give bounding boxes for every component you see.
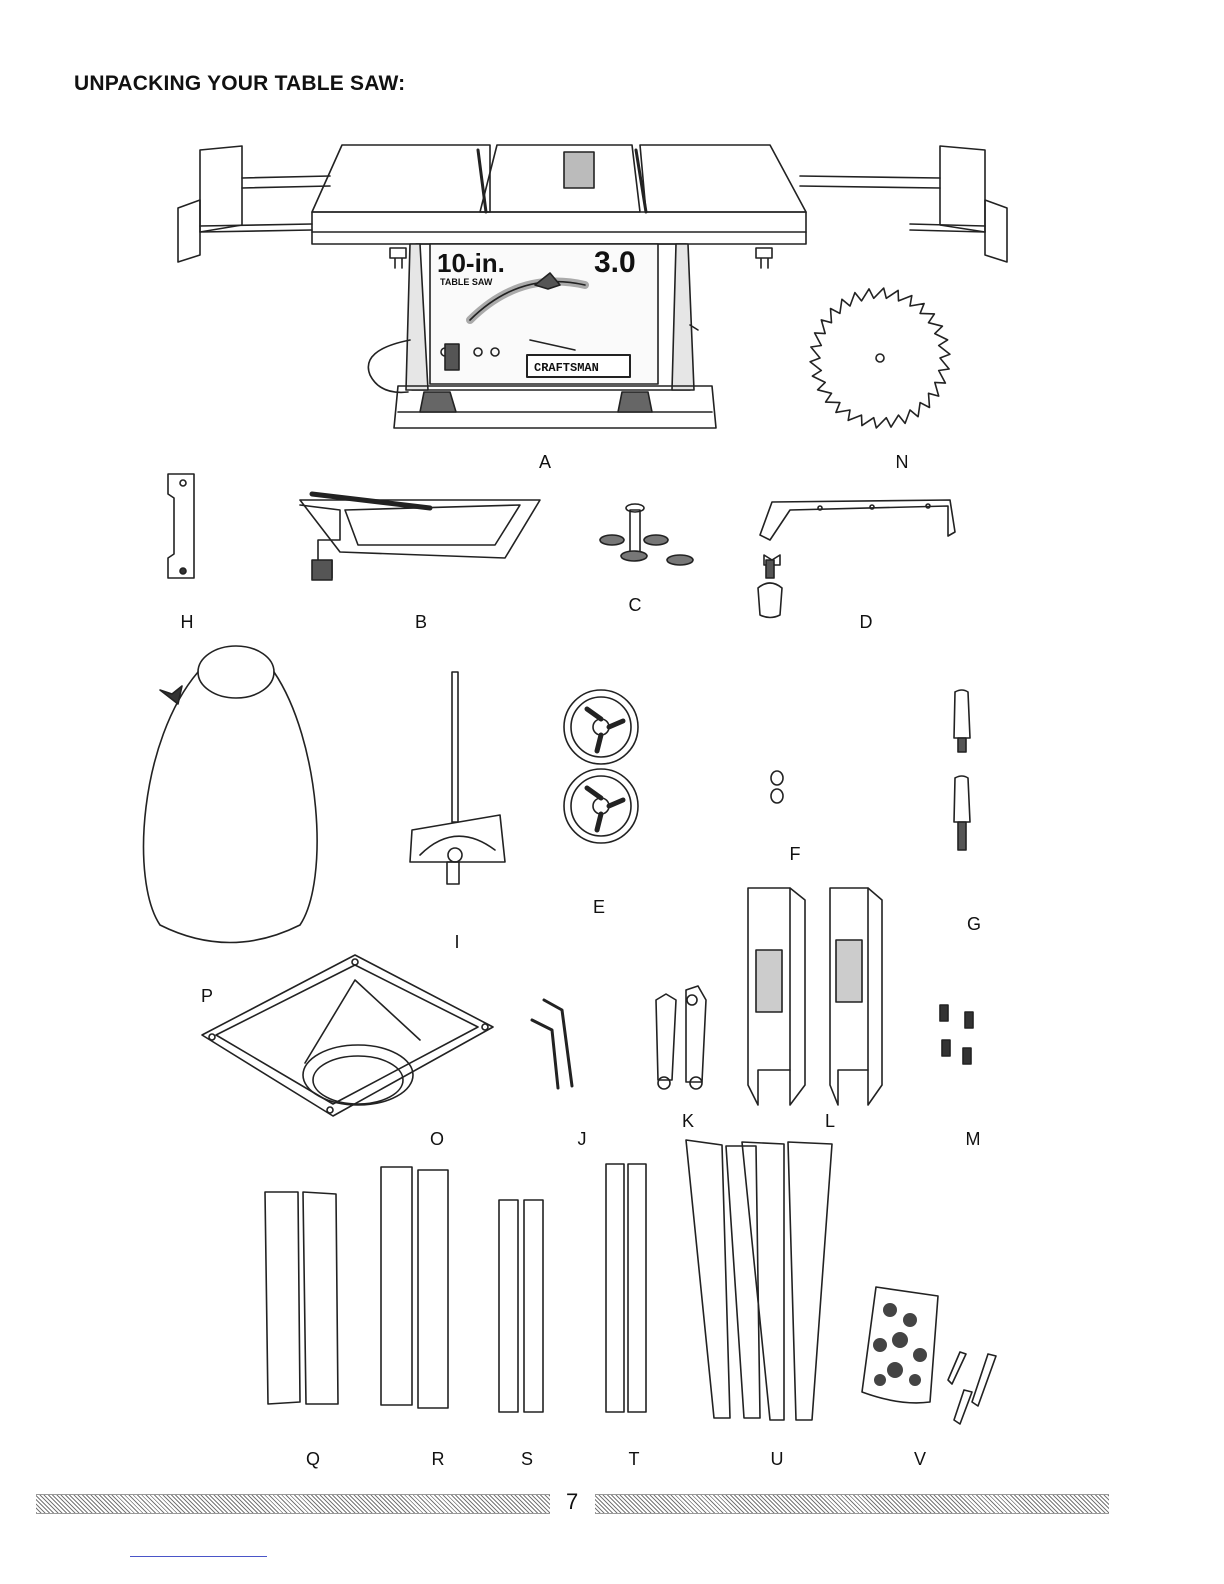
label-N: N xyxy=(896,452,909,473)
label-G: G xyxy=(967,914,981,935)
hardware-bag-drawing xyxy=(862,1287,996,1424)
label-R: R xyxy=(432,1449,445,1470)
label-A: A xyxy=(539,452,551,473)
wrenches-drawing xyxy=(656,986,706,1089)
table-saw-drawing xyxy=(178,145,1007,428)
label-T: T xyxy=(629,1449,640,1470)
dust-chute-drawing xyxy=(202,955,493,1116)
saw-model-label: TABLE SAW xyxy=(440,277,493,287)
saw-size-label: 10-in. xyxy=(437,248,505,278)
fence-lever-drawing xyxy=(758,500,955,618)
blade-drawing xyxy=(810,288,950,428)
label-V: V xyxy=(914,1449,926,1470)
dust-bag-drawing xyxy=(144,646,318,943)
miter-gauge-drawing xyxy=(410,672,505,884)
label-C: C xyxy=(629,595,642,616)
label-E: E xyxy=(593,897,605,918)
legs-drawing xyxy=(686,1140,832,1420)
label-U: U xyxy=(771,1449,784,1470)
saw-amp-label: 3.0 xyxy=(594,246,636,279)
hex-keys-drawing xyxy=(532,1000,572,1088)
label-F: F xyxy=(790,844,801,865)
page-number: 7 xyxy=(566,1489,578,1515)
label-P: P xyxy=(201,986,213,1007)
saw-brand-label: CRAFTSMAN xyxy=(534,361,599,375)
footer-rule xyxy=(130,1556,267,1557)
label-O: O xyxy=(430,1129,444,1150)
blade-guard-drawing xyxy=(300,494,540,580)
bolt-washers-drawing xyxy=(600,504,693,565)
label-J: J xyxy=(578,1129,587,1150)
label-L: L xyxy=(825,1111,835,1132)
label-S: S xyxy=(521,1449,533,1470)
caps-drawing xyxy=(771,771,783,803)
label-K: K xyxy=(682,1111,694,1132)
label-B: B xyxy=(415,612,427,633)
riving-plate-drawing xyxy=(168,474,194,578)
handles-drawing xyxy=(954,690,970,850)
label-Q: Q xyxy=(306,1449,320,1470)
braces-drawing xyxy=(265,1164,646,1412)
label-I: I xyxy=(454,932,459,953)
label-H: H xyxy=(181,612,194,633)
footer-bar-left xyxy=(36,1494,550,1514)
label-D: D xyxy=(860,612,873,633)
screws-drawing xyxy=(940,1005,973,1064)
wheels-drawing xyxy=(564,690,638,843)
footer-bar-right xyxy=(595,1494,1109,1514)
rails-drawing xyxy=(748,888,882,1105)
label-M: M xyxy=(966,1129,981,1150)
